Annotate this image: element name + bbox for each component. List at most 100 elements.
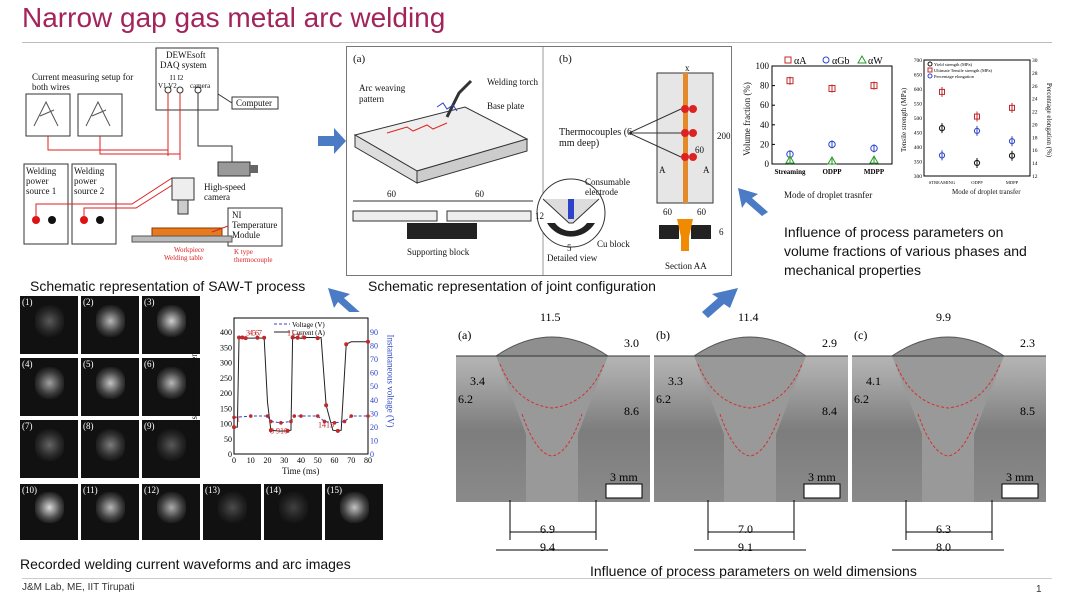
footer-rule <box>22 578 1052 579</box>
weld-left-dim-2: 6.2 <box>854 392 869 406</box>
wave-point-number: 12 <box>292 332 300 341</box>
title-divider <box>22 42 1052 43</box>
flow-arrow-right <box>318 128 346 154</box>
wave-current-point <box>255 335 260 340</box>
wave-ytick-left: 100 <box>220 420 232 429</box>
wave-ytick-right: 40 <box>370 396 378 405</box>
section-mark-a-right: A <box>703 165 710 175</box>
vf-xtick-label: ODPP <box>822 168 842 176</box>
mech-point-yield <box>973 159 981 167</box>
flow-arrow-down-left <box>702 288 738 318</box>
mech-ytick-right: 16 <box>1032 148 1038 154</box>
wave-ytick-right: 80 <box>370 342 378 351</box>
wave-xtick: 30 <box>280 456 288 465</box>
daq-current-ports: I1 I2 <box>170 74 184 82</box>
weld-reinforcement: 3.0 <box>624 336 639 350</box>
wave-current-point <box>262 335 267 340</box>
arc-glow <box>156 304 186 337</box>
arc-image-frame: (12) <box>142 484 200 540</box>
mech-ytick-left: 600 <box>914 87 923 93</box>
psu2-label: Welding power source 2 <box>74 166 105 196</box>
mech-point-yield <box>938 125 946 132</box>
vf-point-alpha-w <box>785 155 795 164</box>
arc-glow <box>34 492 64 524</box>
vf-point-alpha-w <box>869 155 879 164</box>
wave-ytick-left: 150 <box>220 404 232 413</box>
arc-frame-label: (15) <box>327 485 342 495</box>
mech-point-elongation <box>1008 138 1016 145</box>
wave-xtick: 80 <box>364 456 372 465</box>
vf-point-alpha-w <box>827 156 837 165</box>
mech-ytick-right: 28 <box>1032 71 1038 77</box>
weld-boundary-2 <box>917 413 979 457</box>
mech-point-elongation <box>938 152 946 159</box>
wave-legend-label: Voltage (V) <box>292 321 325 329</box>
vf-point-alpha-gb <box>870 144 878 153</box>
wave-ytick-left: 350 <box>220 343 232 352</box>
workpiece-label: Workpiece <box>174 246 205 254</box>
wave-ytick-right: 10 <box>370 436 378 445</box>
weld-macrograph <box>654 324 848 502</box>
wave-ytick-right: 30 <box>370 409 378 418</box>
dim-5: 5 <box>567 243 572 253</box>
arc-frame-label: (3) <box>144 297 155 307</box>
mech-ytick-right: 22 <box>1032 110 1038 116</box>
wave-point-number: 9 <box>276 427 280 436</box>
daq-camera-port: camera <box>190 82 211 90</box>
caption-waveforms: Recorded welding current waveforms and a… <box>20 556 351 572</box>
flow-arrow-down-right <box>738 188 768 216</box>
wave-point-number: 5 <box>252 328 256 337</box>
vf-ytick-label: 0 <box>765 159 770 169</box>
weld-boundary-1 <box>697 363 803 409</box>
weld-macrograph <box>852 324 1046 502</box>
mech-ytick-left: 400 <box>914 145 923 151</box>
weld-top-width: 11.4 <box>738 310 759 324</box>
dim-60-bottom-left: 60 <box>663 207 672 217</box>
mech-point-uts <box>974 113 980 120</box>
arc-image-frame: (11) <box>81 484 139 540</box>
wave-current-point <box>295 335 300 340</box>
scale-bar-box <box>803 483 841 499</box>
wave-voltage-point <box>342 419 347 424</box>
vf-legend-label: αW <box>868 56 883 67</box>
wave-ytick-left: 0 <box>228 450 232 459</box>
wave-current-point <box>240 335 245 340</box>
weld-scale-bar: 3 mm <box>808 470 836 484</box>
vf-ytick-label: 20 <box>760 139 770 149</box>
weld-boundary-2 <box>521 413 583 457</box>
mech-ylabel-right: Percentage elongation (%) <box>1045 82 1054 158</box>
wave-point-number: 11 <box>287 328 295 337</box>
wave-xlabel: Time (ms) <box>282 466 320 476</box>
cu-block-label: Cu block <box>597 239 630 249</box>
weld-scale-bar: 3 mm <box>610 470 638 484</box>
wave-ytick-right: 20 <box>370 423 378 432</box>
mech-legend-label: Percentage elongation <box>934 74 975 79</box>
wave-current-point <box>302 335 307 340</box>
wave-current-point <box>290 335 295 340</box>
weld-left-dim-1: 3.3 <box>668 374 683 388</box>
welding-table-label: Welding table <box>164 254 203 262</box>
wave-current-point <box>344 342 349 347</box>
joint-diagram <box>352 47 714 275</box>
vf-legend-marker <box>822 56 830 64</box>
weld-panel-label: (b) <box>656 328 670 342</box>
wave-point-number: 14 <box>318 421 326 430</box>
weld-cap <box>692 336 808 357</box>
wave-ytick-left: 200 <box>220 389 232 398</box>
vf-xtick-label: Streaming <box>775 168 806 176</box>
weld-dim-lines <box>892 500 1004 551</box>
wave-ylabel-left: Instantaneous current (A) <box>188 335 199 427</box>
wave-ytick-left: 400 <box>220 328 232 337</box>
joint-config-figure: (a) (b) Arc weaving pattern Welding torc… <box>346 46 732 276</box>
mech-ytick-right: 26 <box>1032 84 1038 90</box>
arc-image-frame: (6) <box>142 358 200 416</box>
wave-ytick-right: 90 <box>370 328 378 337</box>
vf-legend-marker <box>857 54 867 64</box>
mech-point-uts <box>1009 104 1015 111</box>
weld-reinforcement: 2.9 <box>822 336 837 350</box>
wave-voltage-point <box>322 419 327 424</box>
mech-point-yield <box>1008 152 1016 159</box>
arc-frame-label: (14) <box>266 485 281 495</box>
